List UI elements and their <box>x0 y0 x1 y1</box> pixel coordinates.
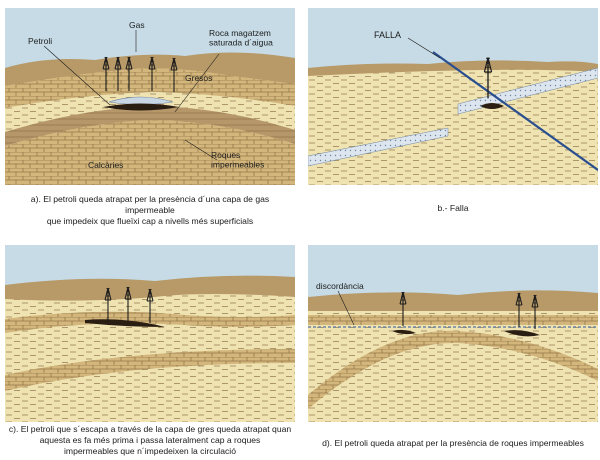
label-discordancia: discordància <box>316 281 364 291</box>
petroli-leader <box>43 45 111 106</box>
roques-leader <box>184 139 218 161</box>
surface-hills <box>308 60 598 76</box>
label-falla: FALLA <box>374 30 401 40</box>
label-gresos: Gresos <box>185 73 212 83</box>
oil-pocket-left <box>392 329 416 335</box>
discordancia-leader <box>337 290 355 326</box>
panel-c-stratigraphic-trap <box>5 245 295 422</box>
limestone-band-lower <box>5 349 295 391</box>
caption-d: d). El petroli queda atrapat per la pres… <box>322 438 584 448</box>
oil-pocket <box>480 103 504 109</box>
sky <box>308 245 598 297</box>
folded-limestone <box>308 330 598 409</box>
impermeable-layer <box>5 106 295 146</box>
caption-a: a). El petroli queda atrapat per la pres… <box>30 194 270 226</box>
label-gas: Gas <box>129 20 145 30</box>
label-petroli: Petroli <box>28 36 52 46</box>
upper-limestone-layer <box>5 68 295 108</box>
surface-hills <box>5 52 295 86</box>
panel-a-anticline-trap: Gas Petroli Gresos Calcàries Roca magatz… <box>5 8 295 185</box>
panel-d-unconformity-trap: discordància <box>308 245 598 422</box>
panel-b-fault-trap: FALLA <box>308 8 598 185</box>
permeable-layer-right <box>457 67 598 115</box>
label-calcaries: Calcàries <box>88 160 123 170</box>
sandstone-reservoir <box>5 92 295 132</box>
sky <box>308 8 598 68</box>
oil-pocket <box>103 103 179 111</box>
permeable-layer-left <box>308 127 449 167</box>
tilted-strata <box>308 67 598 167</box>
falla-leader <box>407 37 441 59</box>
fault-line <box>432 51 598 171</box>
oil-pocket <box>85 319 165 327</box>
capping-layer <box>308 315 598 325</box>
lower-limestone <box>5 120 295 185</box>
surface-hills <box>308 290 598 311</box>
surface-hills <box>5 275 295 301</box>
caption-b: b.- Falla <box>437 203 469 213</box>
caption-c: c). El petroli que s´escapa a través de … <box>8 424 292 456</box>
oil-pocket-right <box>504 330 540 337</box>
roca-leader <box>174 53 220 113</box>
